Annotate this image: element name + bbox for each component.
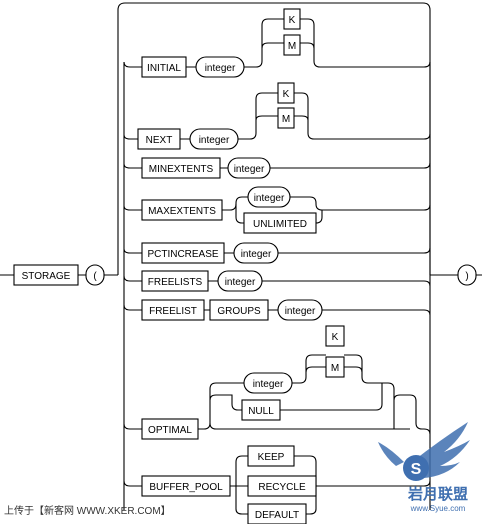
storage-keyword: STORAGE: [13, 264, 79, 286]
svg-text:PCTINCREASE: PCTINCREASE: [147, 249, 218, 260]
svg-text:(: (: [93, 271, 97, 282]
buffer-pool-keep: KEEP: [247, 445, 295, 467]
initial-k-option: K: [283, 8, 301, 30]
svg-text:NEXT: NEXT: [146, 135, 173, 146]
svg-text:MAXEXTENTS: MAXEXTENTS: [148, 206, 216, 217]
pctincrease-integer: integer: [233, 242, 279, 264]
svg-text:BUFFER_POOL: BUFFER_POOL: [149, 482, 223, 493]
svg-text:M: M: [288, 41, 296, 52]
svg-text:STORAGE: STORAGE: [22, 271, 71, 282]
svg-text:integer: integer: [234, 164, 265, 175]
repeat-loop: [117, 2, 431, 275]
freelist-keyword: FREELIST: [141, 299, 205, 321]
svg-text:K: K: [283, 89, 290, 100]
svg-text:): ): [465, 271, 468, 282]
svg-text:K: K: [289, 15, 296, 26]
optimal-keyword: OPTIMAL: [141, 418, 199, 440]
svg-text:UNLIMITED: UNLIMITED: [253, 219, 307, 230]
optimal-m-option: M: [325, 356, 345, 378]
optimal-k-option: K: [325, 325, 345, 347]
initial-m-option: M: [283, 34, 301, 56]
svg-text:FREELISTS: FREELISTS: [148, 277, 203, 288]
logo-text: 岩月联盟: [407, 485, 468, 503]
buffer-pool-keyword: BUFFER_POOL: [141, 475, 231, 497]
svg-text:NULL: NULL: [248, 406, 274, 417]
groups-keyword: GROUPS: [209, 299, 269, 321]
svg-text:RECYCLE: RECYCLE: [258, 482, 306, 493]
optimal-integer: integer: [243, 372, 293, 394]
svg-text:integer: integer: [199, 135, 230, 146]
next-keyword: NEXT: [137, 128, 181, 150]
logo-url: www.Syue.com: [410, 504, 466, 513]
svg-text:K: K: [332, 332, 339, 343]
svg-text:integer: integer: [285, 306, 316, 317]
svg-text:MINEXTENTS: MINEXTENTS: [149, 164, 214, 175]
next-integer: integer: [189, 128, 239, 150]
svg-text:M: M: [282, 114, 290, 125]
svg-text:KEEP: KEEP: [258, 452, 285, 463]
minextents-keyword: MINEXTENTS: [141, 157, 221, 179]
freelist-groups-integer: integer: [277, 299, 323, 321]
svg-text:M: M: [331, 363, 339, 374]
freelists-keyword: FREELISTS: [141, 270, 209, 292]
next-m-option: M: [277, 107, 295, 129]
initial-integer: integer: [195, 56, 245, 78]
close-paren: ): [457, 264, 477, 286]
freelists-integer: integer: [217, 270, 263, 292]
svg-text:FREELIST: FREELIST: [149, 306, 197, 317]
optimal-null: NULL: [241, 399, 281, 421]
minextents-integer: integer: [227, 157, 271, 179]
pctincrease-keyword: PCTINCREASE: [141, 242, 225, 264]
svg-text:OPTIMAL: OPTIMAL: [148, 425, 192, 436]
svg-text:DEFAULT: DEFAULT: [255, 510, 299, 521]
svg-text:INITIAL: INITIAL: [147, 63, 181, 74]
upload-caption: 上传于【新客网 WWW.XKER.COM】: [4, 504, 171, 517]
logo-circle: [403, 455, 429, 481]
svg-text:integer: integer: [241, 249, 272, 260]
svg-text:S: S: [411, 461, 422, 478]
svg-text:GROUPS: GROUPS: [217, 306, 261, 317]
svg-text:integer: integer: [225, 277, 256, 288]
svg-text:integer: integer: [205, 63, 236, 74]
open-paren: (: [85, 264, 105, 286]
buffer-pool-default: DEFAULT: [247, 503, 307, 524]
next-k-option: K: [277, 82, 295, 104]
initial-keyword: INITIAL: [141, 56, 187, 78]
watermark-logo: S 岩月联盟 www.Syue.com: [378, 422, 470, 513]
svg-text:integer: integer: [253, 379, 284, 390]
maxextents-keyword: MAXEXTENTS: [141, 199, 223, 221]
buffer-pool-recycle: RECYCLE: [247, 475, 317, 497]
svg-text:integer: integer: [254, 193, 285, 204]
maxextents-integer: integer: [247, 186, 291, 208]
maxextents-unlimited: UNLIMITED: [243, 212, 317, 234]
